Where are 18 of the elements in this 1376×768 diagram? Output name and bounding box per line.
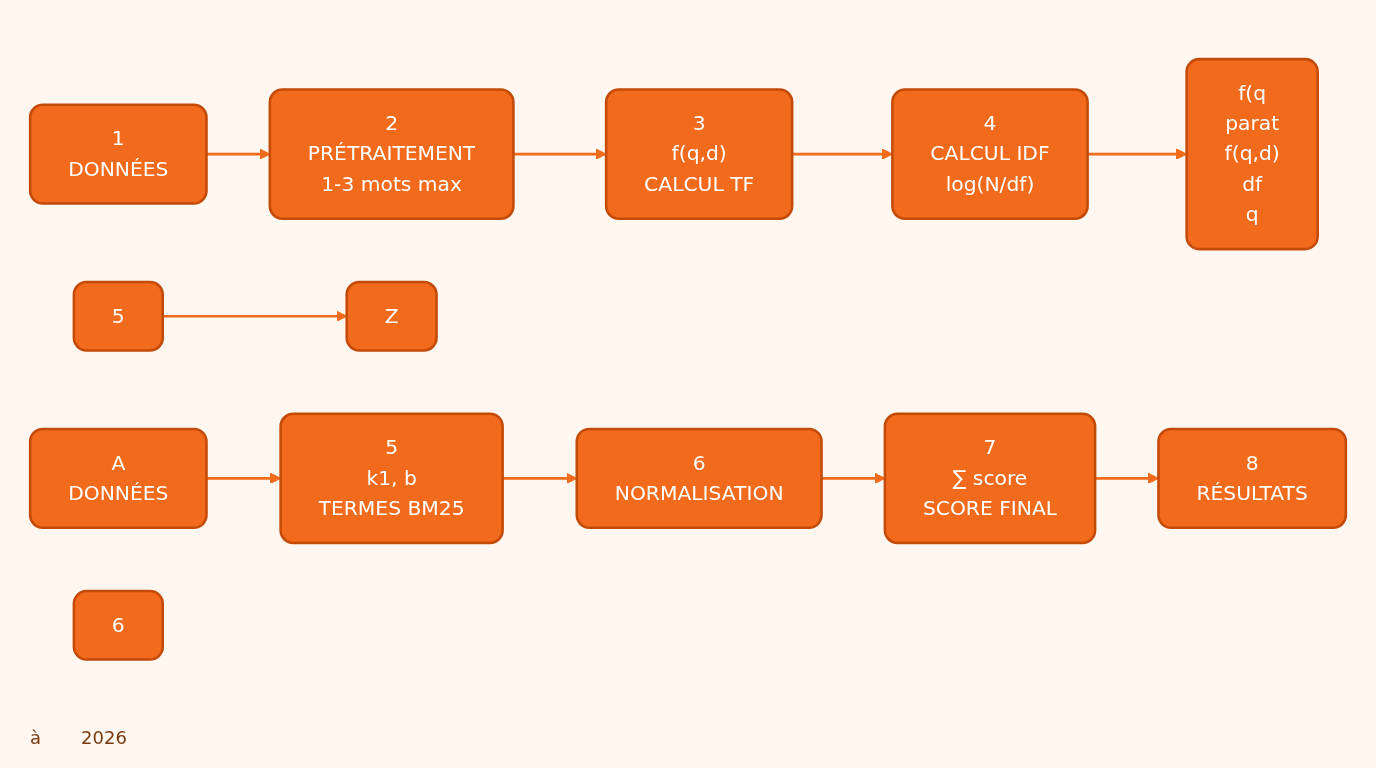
- node-box: 5 k1, b TERMES BM25: [279, 412, 504, 544]
- node-box: 2 PRÉTRAITEMENT 1-3 mots max: [268, 87, 515, 220]
- node-box: 5: [72, 280, 165, 352]
- node-box: 3 f(q,d) CALCUL TF: [604, 87, 794, 220]
- node-box: 7 ∑ score SCORE FINAL: [883, 412, 1097, 544]
- node-box: Z: [345, 280, 438, 352]
- node-box: 6 NORMALISATION: [575, 427, 823, 529]
- note-text: 2026: [81, 727, 127, 748]
- node-box: 6: [72, 589, 165, 661]
- node-box: 4 CALCUL IDF log(N/df): [891, 87, 1089, 220]
- node-box: f(q parat f(q,d) df q: [1185, 57, 1319, 251]
- node-box: 8 RÉSULTATS: [1157, 427, 1348, 529]
- node-box: A DONNÉES: [28, 427, 208, 529]
- note-text: à: [30, 727, 42, 748]
- arrow: [1095, 472, 1159, 484]
- arrow: [792, 148, 893, 160]
- arrow: [513, 148, 607, 160]
- node-box: 1 DONNÉES: [28, 103, 208, 205]
